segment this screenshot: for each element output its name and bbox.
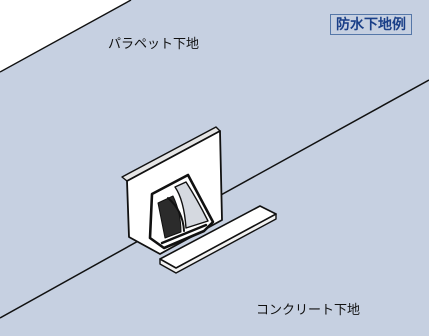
example-tag: 防水下地例: [330, 14, 412, 35]
drain-fitting: [121, 126, 277, 274]
inside-corner-line-left: [0, 229, 159, 319]
inside-corner-line-right: [209, 79, 429, 202]
parapet-label: パラペット下地: [108, 37, 200, 52]
concrete-label: コンクリート下地: [256, 303, 361, 318]
parapet-top-edge: [0, 0, 132, 73]
outlet-sill: [160, 223, 208, 245]
fitting-base-plate: [159, 205, 277, 269]
outlet-pipe: [174, 181, 209, 229]
outlet-rim-arc: [167, 197, 185, 232]
